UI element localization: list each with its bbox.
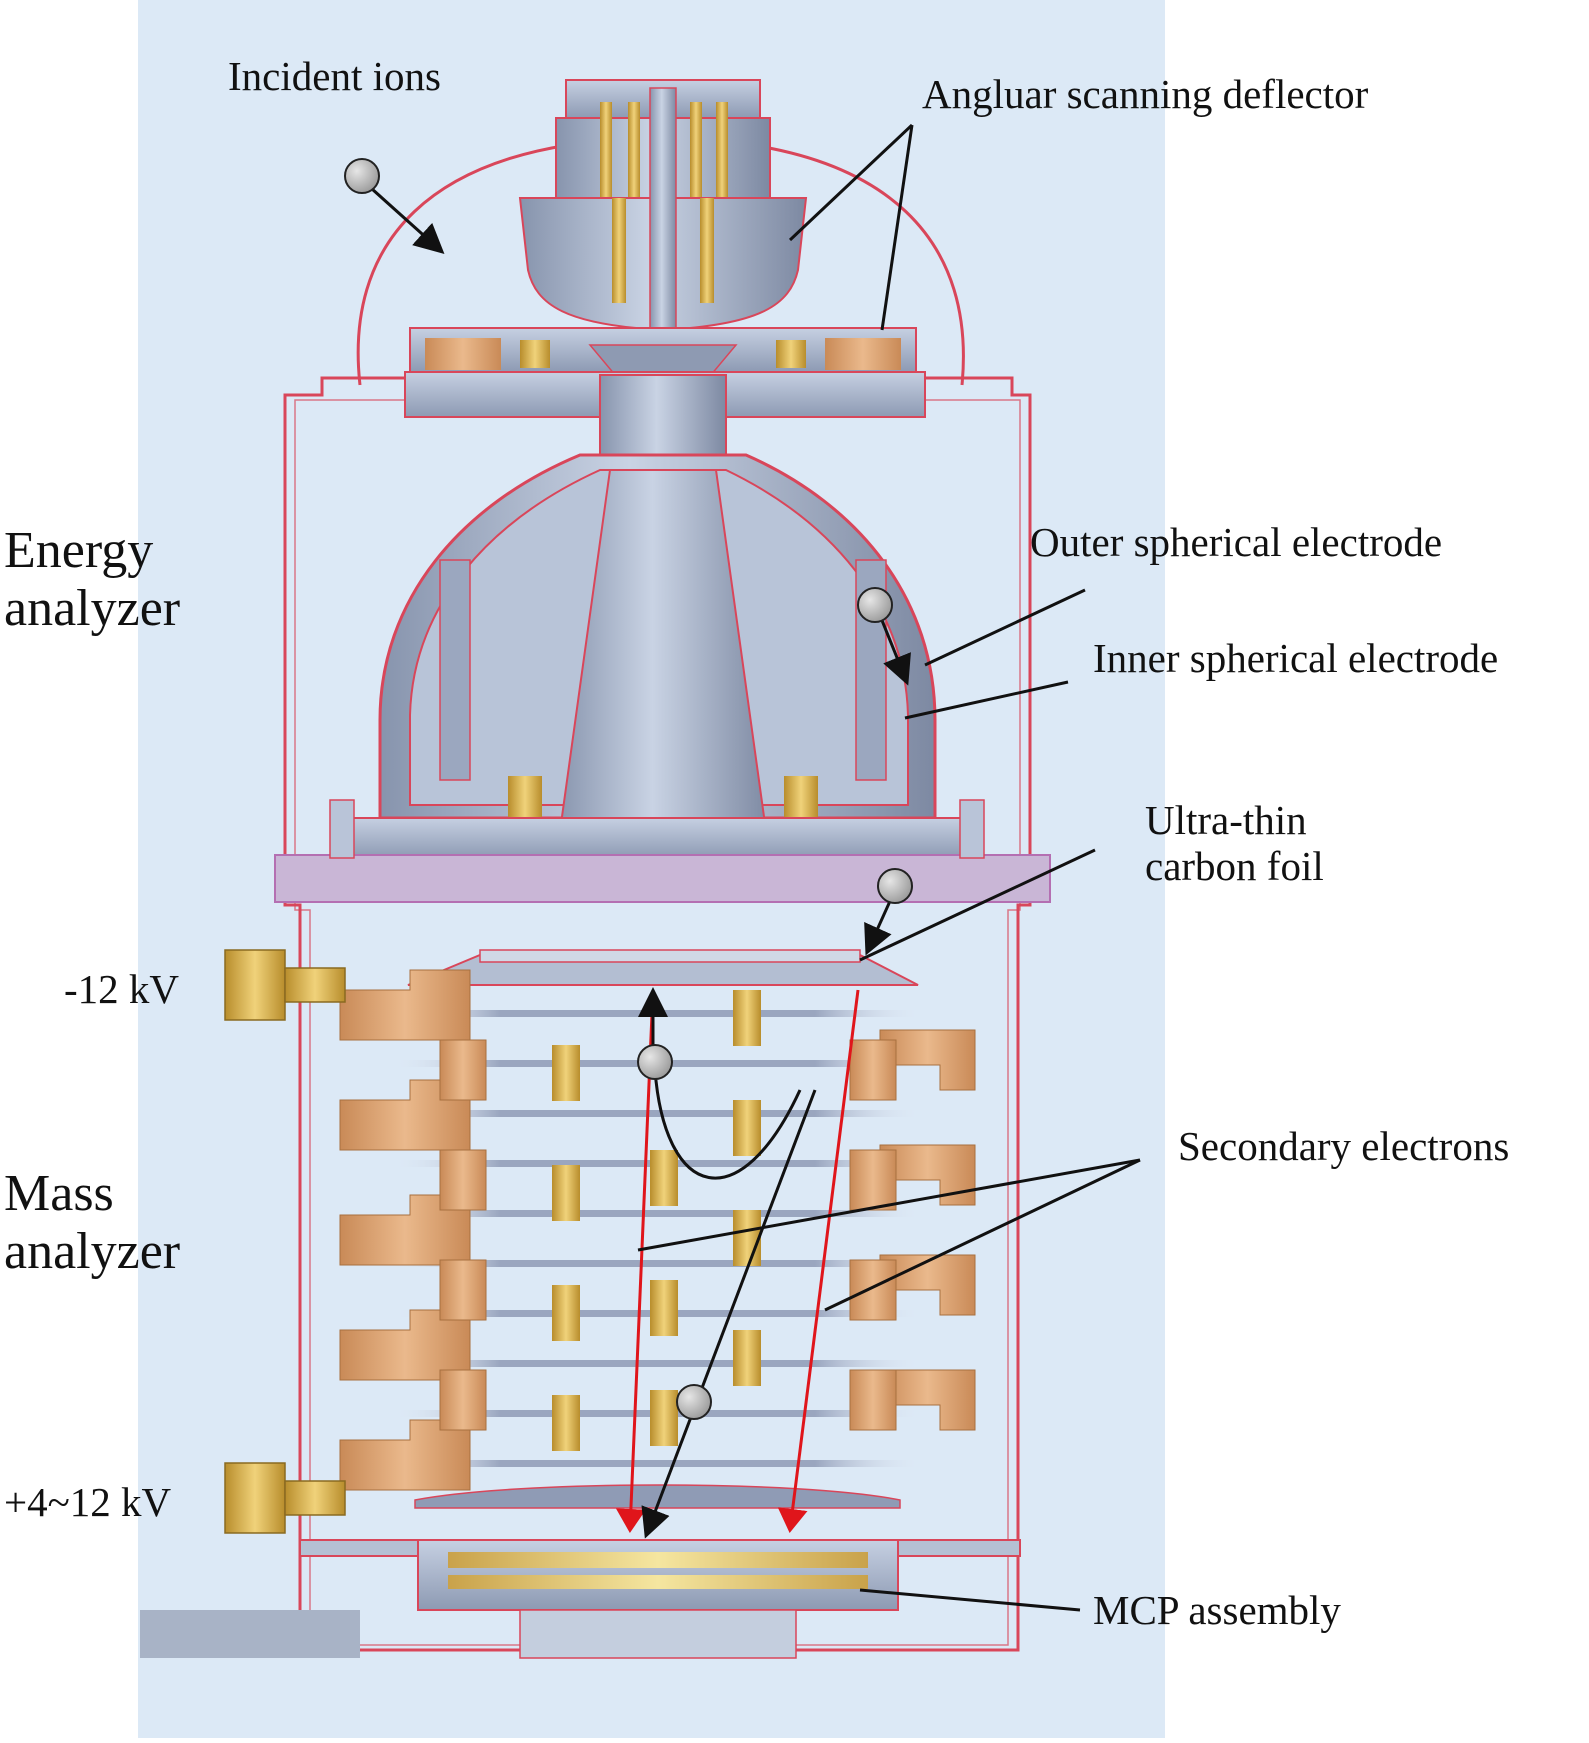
label-incident-ions: Incident ions xyxy=(228,53,441,99)
label-secondary-electrons: Secondary electrons xyxy=(1178,1123,1510,1169)
insulator-post xyxy=(650,1150,678,1206)
copper-spacer-inner xyxy=(849,1369,897,1431)
particle-incident xyxy=(344,158,380,194)
insulator-post xyxy=(552,1395,580,1451)
leader-lines xyxy=(637,123,1141,1612)
label-carbon-foil-line1: Ultra-thin xyxy=(1145,797,1307,843)
particle-electron xyxy=(637,1044,673,1080)
copper-spacer-inner xyxy=(849,1259,897,1321)
insulator-post xyxy=(733,1210,761,1266)
electrode-plate xyxy=(395,1260,920,1267)
insulator-post xyxy=(552,1045,580,1101)
label-energy-analyzer-line2: analyzer xyxy=(4,580,181,638)
ion-path-black xyxy=(641,1089,817,1539)
insulator-post xyxy=(733,1330,761,1386)
electronics-connector xyxy=(140,1610,360,1658)
electrode-plate xyxy=(395,1460,920,1467)
label-energy-analyzer: Energy analyzer xyxy=(4,522,180,638)
electrode-plate xyxy=(395,1010,920,1017)
incident-ion-arrow xyxy=(360,178,445,255)
label-mass-analyzer: Mass analyzer xyxy=(4,1165,180,1281)
copper-spacer-inner xyxy=(439,1259,487,1321)
electron-curved-path xyxy=(653,1069,802,1180)
label-carbon-foil: Ultra-thin carbon foil xyxy=(1145,797,1324,890)
copper-spacer-inner xyxy=(439,1039,487,1101)
insulator-post xyxy=(552,1285,580,1341)
electrode-plate xyxy=(395,1210,920,1217)
label-inner-spherical-electrode: Inner spherical electrode xyxy=(1093,635,1499,681)
insulator-post xyxy=(733,990,761,1046)
hv-connector-top xyxy=(224,949,346,1021)
instrument-housing xyxy=(283,376,1032,1652)
base-plate xyxy=(274,854,1051,903)
hv-connector-bottom xyxy=(224,1462,346,1534)
label-mass-analyzer-line2: analyzer xyxy=(4,1223,181,1281)
insulator-post xyxy=(552,1165,580,1221)
particle-foil xyxy=(877,868,913,904)
particle-energy xyxy=(857,587,893,623)
particle-mass xyxy=(676,1384,712,1420)
insulator-post xyxy=(650,1390,678,1446)
copper-spacer-inner xyxy=(849,1149,897,1211)
label-carbon-foil-line2: carbon foil xyxy=(1145,842,1324,889)
mcp-assembly xyxy=(299,1539,1021,1659)
carbon-foil-holder xyxy=(407,949,919,986)
insulator-post xyxy=(733,1100,761,1156)
copper-spacer-inner xyxy=(849,1039,897,1101)
label-plus-voltage: +4~12 kV xyxy=(4,1479,172,1525)
acceleration-grid xyxy=(414,1484,901,1509)
energy-analyzer xyxy=(274,374,1051,903)
electrode-plate xyxy=(395,1360,920,1367)
label-outer-spherical-electrode: Outer spherical electrode xyxy=(1030,519,1443,565)
label-mass-analyzer-line1: Mass xyxy=(4,1165,114,1222)
ion-path-right xyxy=(777,989,860,1533)
electrode-plate xyxy=(395,1110,920,1117)
label-mcp-assembly: MCP assembly xyxy=(1093,1587,1341,1633)
insulator-post xyxy=(650,1280,678,1336)
ion-path-left xyxy=(615,989,655,1533)
label-minus-voltage: -12 kV xyxy=(64,966,180,1012)
label-energy-analyzer-line1: Energy xyxy=(4,522,154,579)
label-angular-scanning-deflector: Angluar scanning deflector xyxy=(922,71,1369,117)
copper-spacer-inner xyxy=(439,1149,487,1211)
copper-spacer-left xyxy=(339,969,471,1041)
copper-spacer-inner xyxy=(439,1369,487,1431)
